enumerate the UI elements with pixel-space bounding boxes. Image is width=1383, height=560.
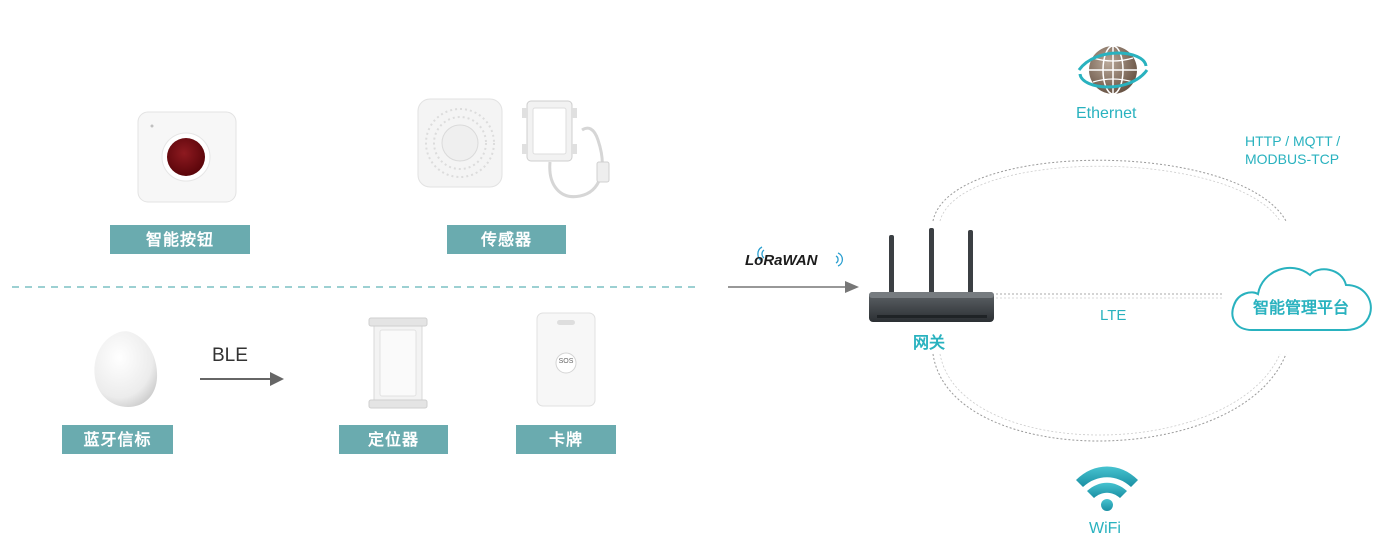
sos-text: SOS	[558, 358, 574, 365]
gateway-label: 网关	[913, 333, 946, 352]
lorawan-arrow-head	[845, 281, 859, 293]
card-label: 卡牌	[516, 425, 616, 454]
wifi-arc-inner	[939, 353, 1281, 436]
locator-label: 定位器	[339, 425, 448, 454]
locator-device	[368, 317, 428, 409]
smart-button-label: 智能按钮	[110, 225, 250, 254]
sensor-label: 传感器	[447, 225, 566, 254]
wifi-arc	[932, 353, 1287, 442]
card-device	[536, 312, 596, 407]
ble-arrow-head	[270, 372, 284, 386]
wifi-icon	[1076, 466, 1138, 511]
cloud-icon	[1231, 266, 1372, 331]
lorawan-logo: LoRaWAN	[745, 252, 818, 269]
wifi-label: WiFi	[1089, 520, 1121, 537]
protocols-line1: HTTP / MQTT /	[1245, 133, 1341, 149]
platform-label: 智能管理平台	[1252, 298, 1349, 317]
lte-label: LTE	[1100, 307, 1127, 324]
smart-button-device	[137, 111, 237, 203]
globe-icon	[1077, 45, 1149, 95]
ble-label: BLE	[212, 345, 248, 366]
sensor-device-round	[417, 98, 503, 188]
gateway-device	[869, 228, 994, 322]
protocols-line2: MODBUS-TCP	[1245, 151, 1340, 167]
sensor-device-box	[522, 100, 610, 199]
beacon-label: 蓝牙信标	[62, 425, 173, 454]
ethernet-arc-inner	[939, 165, 1281, 222]
beacon-device	[94, 331, 158, 407]
ethernet-arc	[932, 159, 1287, 222]
ethernet-label: Ethernet	[1076, 105, 1137, 122]
